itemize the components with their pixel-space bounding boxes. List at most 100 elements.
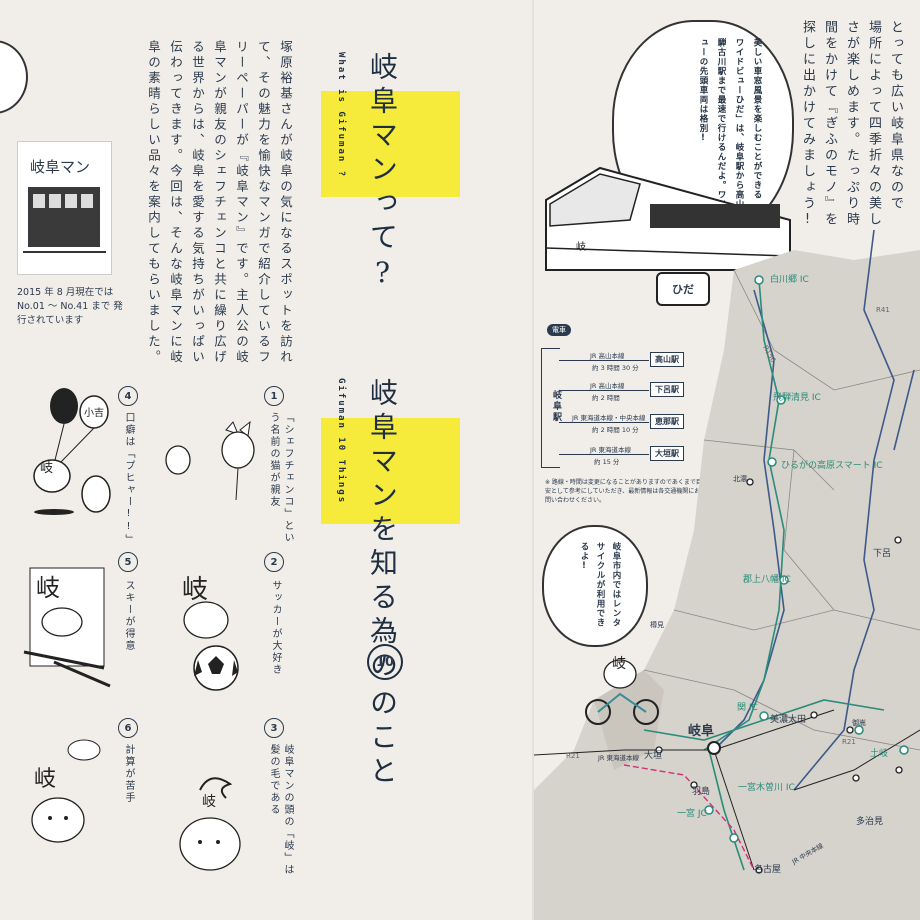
svg-text:岐: 岐 <box>576 240 586 253</box>
svg-text:岐: 岐 <box>36 574 60 602</box>
route-line-4 <box>559 454 649 455</box>
item-number-4: 4 <box>118 386 138 406</box>
intro-col-1: 塚原裕基さんが岐阜の気になるスポットを訪れ <box>278 40 293 366</box>
svg-text:岐: 岐 <box>182 575 208 605</box>
limited-express-train-illustration: 岐 <box>545 166 791 271</box>
intro-col-5: る世界からは、岐阜を愛する気持ちがいっぱい <box>190 40 205 366</box>
page-title-2-end: のこと <box>366 688 399 790</box>
item-number-2: 2 <box>264 552 284 572</box>
gifu-area-map <box>534 230 920 920</box>
gifuman-balloon-illustration: 小吉 岐 <box>33 388 111 515</box>
map-label-gujo-hachiman-ic: 郡上八幡 IC <box>743 575 791 585</box>
svg-text:岐: 岐 <box>40 461 53 476</box>
title-number-badge: 10 <box>367 644 403 680</box>
intro-col-3: リーペーパーが『岐阜マン』です。主人公の岐 <box>234 40 249 366</box>
map-label-tajimi: 多治見 <box>856 817 884 827</box>
item-number-6: 6 <box>118 718 138 738</box>
item-number-5: 5 <box>118 552 138 572</box>
map-label-tarumi: 樽見 <box>650 621 664 629</box>
map-label-hokuno: 北濃 <box>733 475 747 483</box>
page-gutter <box>532 0 534 920</box>
item-text-6: 計算が苦手 <box>123 744 134 804</box>
bike-bubble-text: 岐阜市内ではレンタサイクルが利用できるよ! <box>579 542 621 628</box>
right-text-col-1: とっても広い岐阜県なので <box>888 20 903 212</box>
station-ena: 恵那駅 <box>650 414 684 429</box>
item-text-4: 口癖は「プヒャー!!」 <box>123 412 134 546</box>
route-time-1: 約 3 時間 30 分 <box>592 364 639 372</box>
page-title-1: 岐阜マンって? <box>366 52 399 295</box>
item-text-5: スキーが得意 <box>123 580 134 652</box>
route-time-4: 約 15 分 <box>594 458 620 466</box>
gifuman-ski-illustration: 岐 <box>23 567 111 688</box>
map-label-r41: R41 <box>876 306 890 314</box>
map-label-hida-kiyomi-ic: 飛騨清見 IC <box>773 393 821 403</box>
speech-bubble-corner <box>0 40 28 114</box>
timetable-fine-print: ※ 路線・時間は変更になることがありますのであくまで目安として参考にしていただき… <box>545 479 702 504</box>
map-label-ichinomiya-kisogawa-ic: 一宮木曽川 IC <box>738 783 795 793</box>
map-label-shirakawago-ic: 白川郷 IC <box>770 275 809 285</box>
map-label-hashima: 羽島 <box>692 787 711 797</box>
train-sketch-icon <box>23 187 106 253</box>
issue-note: 2015 年 8 月現在では No.01 ～ No.41 まで 発行されています <box>17 287 123 326</box>
map-label-toki: 土岐 <box>870 749 889 759</box>
map-label-hirugano-ic: ひるがの高原スマート IC <box>781 461 883 471</box>
map-label-nagoya: 名古屋 <box>754 865 782 875</box>
route-line-2 <box>559 390 649 391</box>
title-highlight-1 <box>321 91 460 197</box>
page-subtitle-2: Gifuman 10 Things <box>336 378 346 505</box>
page-subtitle-1: What is Gifuman ? <box>336 52 346 179</box>
origin-station-bracket <box>541 348 560 468</box>
intro-col-4: 阜マンが親友のシェフチェンコと共に繰り広げ <box>212 40 227 366</box>
gifuman-soccer-illustration: 岐 <box>182 575 239 691</box>
svg-text:岐: 岐 <box>612 656 626 672</box>
map-label-gifu: 岐阜 <box>688 724 715 739</box>
svg-text:岐: 岐 <box>34 767 56 792</box>
map-label-mitake: 御嵩 <box>852 719 866 727</box>
intro-col-2: て、その魅力を愉快なマンガで紹介しているフ <box>256 40 271 366</box>
right-text-col-2: 場所によって四季折々の美し <box>866 20 881 228</box>
map-label-r21-east: R21 <box>842 738 856 746</box>
map-label-r21-west: R21 <box>566 752 580 760</box>
map-label-jr-tokaido: JR 東海道本線 <box>598 754 639 762</box>
item-text-1: 「シェフチェンコ」という名前の猫が親友 <box>268 412 293 544</box>
route-time-3: 約 2 時間 10 分 <box>592 426 639 434</box>
origin-station: 岐阜駅 <box>551 390 561 423</box>
route-line-1 <box>559 360 649 361</box>
route-label-2: JR 高山本線 <box>590 382 625 390</box>
gifuman-hair-illustration: 岐 <box>179 777 241 871</box>
train-bubble-text: 美しい車窓風景を楽しむことができる「特急ワイドビューひだ」は、岐阜駅から高山・飛… <box>698 38 762 228</box>
map-label-minoota: 美濃太田 <box>770 715 807 725</box>
cover-thumbnail: 岐阜マン <box>17 141 112 275</box>
item-text-3: 岐阜マンの頭の「岐」は髪の毛である <box>268 744 293 876</box>
right-text-col-4: 間をかけて『ぎふのモノ』を <box>822 20 837 228</box>
item-text-2: サッカーが大好き <box>270 580 281 676</box>
station-ogaki: 大垣駅 <box>650 446 684 461</box>
gifuman-bicycle-illustration: 岐 <box>585 656 659 725</box>
gifuman-math-illustration: 岐 <box>31 739 101 843</box>
map-label-gero: 下呂 <box>873 549 892 559</box>
station-gero: 下呂駅 <box>650 382 684 397</box>
right-text-col-5: 探しに出かけてみましょう! <box>800 20 815 230</box>
svg-text:小吉: 小吉 <box>84 407 104 419</box>
map-label-ogaki: 大垣 <box>644 751 663 761</box>
intro-col-6: 伝わってきます。今回は、そんな岐阜マンに岐 <box>168 40 183 366</box>
page-title-2: 岐阜マンを知る為の <box>366 378 399 684</box>
cover-caption: 岐阜マン <box>30 158 91 176</box>
route-label-4: JR 東海道本線 <box>590 446 631 454</box>
item-number-1: 1 <box>264 386 284 406</box>
route-label-1: JR 高山本線 <box>590 352 625 360</box>
route-label-3: JR 東海道本線・中央本線 <box>572 414 646 422</box>
right-text-col-3: さが楽しめます。たっぷり時 <box>844 20 859 228</box>
route-line-3 <box>559 422 649 423</box>
gifuman-cat-friend-illustration <box>165 420 255 501</box>
intro-col-7: 阜の素晴らしい品々を案内してもらいました。 <box>146 40 161 366</box>
item-number-3: 3 <box>264 718 284 738</box>
map-label-ichinomiya-jc: 一宮 JC <box>677 809 707 819</box>
map-label-seki-ic: 関 IC <box>737 703 758 713</box>
route-time-2: 約 2 時間 <box>592 394 620 402</box>
title-highlight-2 <box>321 418 460 524</box>
bike-speech-bubble <box>542 525 648 647</box>
train-badge: 電車 <box>547 324 571 336</box>
hida-logo: ひだ <box>656 272 710 306</box>
